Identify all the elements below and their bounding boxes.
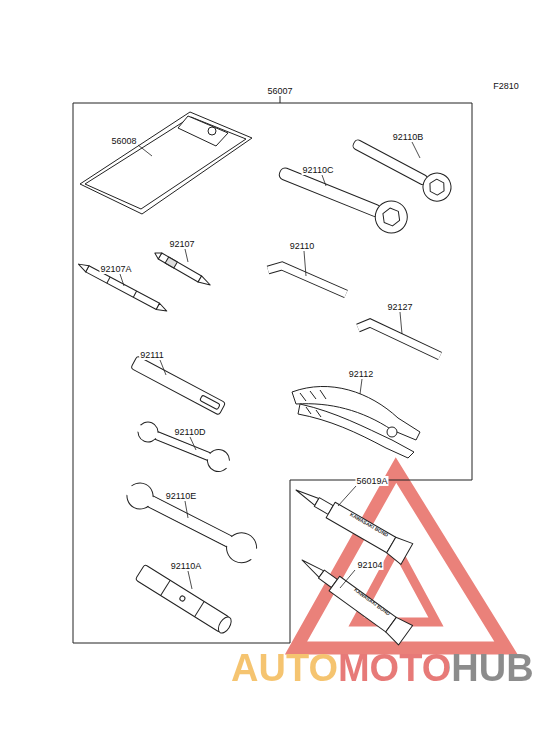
callout-number: 92111 [139, 350, 165, 360]
callout-number: 92110 [289, 241, 315, 251]
callout-number: 56008 [110, 136, 137, 146]
callout-number: 92104 [356, 560, 383, 570]
callout-number: 92112 [348, 369, 374, 379]
watermark: AUTOMOTOHUB [231, 648, 534, 688]
callout-number: 92110B [392, 132, 424, 142]
callout-number: 92110A [170, 561, 202, 571]
callout-number: 92107 [168, 239, 195, 249]
callout-number: 92110E [165, 491, 197, 501]
callout-number: 92110D [174, 427, 207, 437]
callout-number: 92110C [302, 165, 335, 175]
callout-number: 92107A [99, 264, 132, 274]
callout-number: 56007 [266, 86, 293, 96]
callout-number: 56019A [355, 476, 388, 486]
callout-number: 92127 [386, 302, 413, 312]
figure-number: F2810 [492, 81, 520, 91]
